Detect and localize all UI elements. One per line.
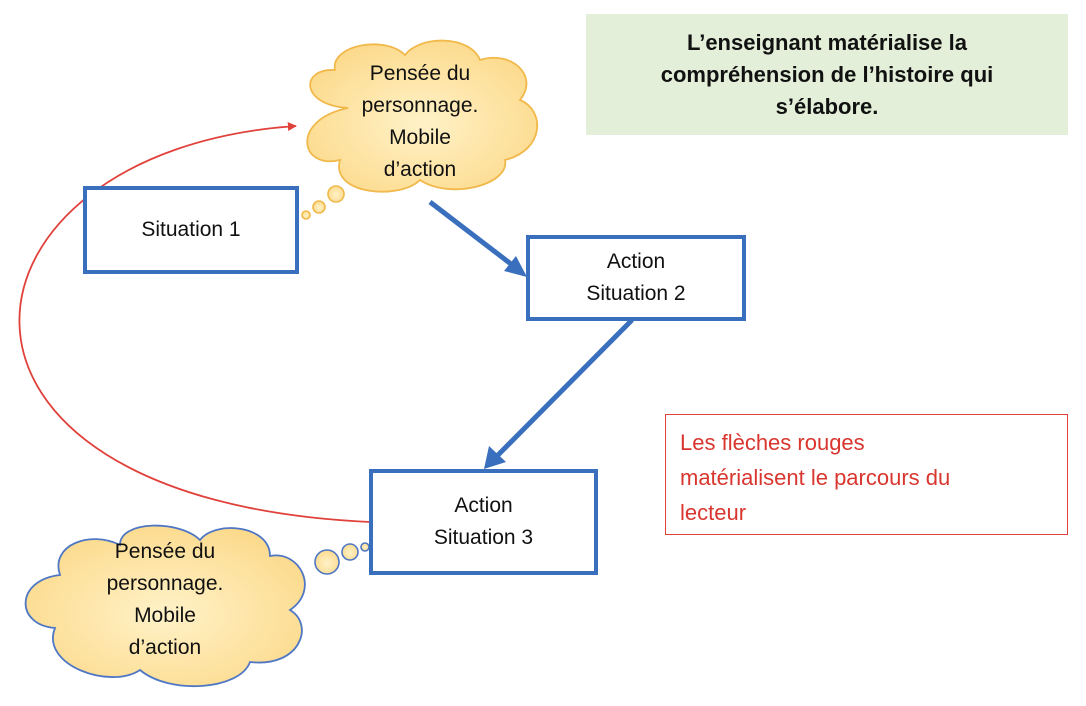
- situation-1-label: Situation 1: [141, 218, 241, 241]
- teacher-note: L’enseignant matérialise la compréhensio…: [586, 14, 1068, 135]
- cloud-top-line-1: Pensée du: [369, 62, 471, 85]
- thought-cloud-bottom-text: Pensée du personnage. Mobile d’action: [75, 536, 255, 664]
- situation-3-box: Action Situation 3: [369, 469, 598, 575]
- thought-cloud-top-text: Pensée du personnage. Mobile d’action: [330, 58, 510, 186]
- thought-cloud-bottom: [24, 524, 370, 688]
- reader-path-note: Les flèches rouges matérialisent le parc…: [665, 414, 1068, 535]
- cloud-top-line-2: personnage.: [361, 94, 479, 117]
- teacher-note-line-3: s’élabore.: [775, 93, 879, 119]
- cloud-bottom-line-1: Pensée du: [114, 540, 216, 563]
- situation-3-label: Situation 3: [433, 526, 534, 549]
- cloud-bottom-line-4: d’action: [128, 636, 202, 659]
- teacher-note-line-2: compréhension de l’histoire qui: [660, 61, 994, 87]
- cloud-bottom-line-2: personnage.: [106, 572, 224, 595]
- reader-note-line-2: matérialisent le parcours du: [680, 465, 951, 490]
- situation-3-action-label: Action: [454, 494, 513, 517]
- arrow-situation2-to-situation3: [484, 318, 634, 469]
- situation-2-action-label: Action: [606, 250, 666, 273]
- cloud-top-line-4: d’action: [383, 158, 457, 181]
- cloud-top-line-3: Mobile: [389, 126, 451, 149]
- arrow-cloud-to-situation2: [428, 200, 527, 277]
- reader-path-arrow: [18, 122, 371, 523]
- thought-cloud-top: [301, 39, 539, 220]
- reader-note-line-1: Les flèches rouges: [680, 430, 865, 455]
- situation-2-box: Action Situation 2: [526, 235, 746, 321]
- teacher-note-line-1: L’enseignant matérialise la: [686, 29, 967, 55]
- cloud-bottom-line-3: Mobile: [134, 604, 196, 627]
- situation-1-box: Situation 1: [83, 186, 299, 274]
- reader-note-line-3: lecteur: [680, 500, 747, 525]
- situation-2-label: Situation 2: [586, 282, 686, 305]
